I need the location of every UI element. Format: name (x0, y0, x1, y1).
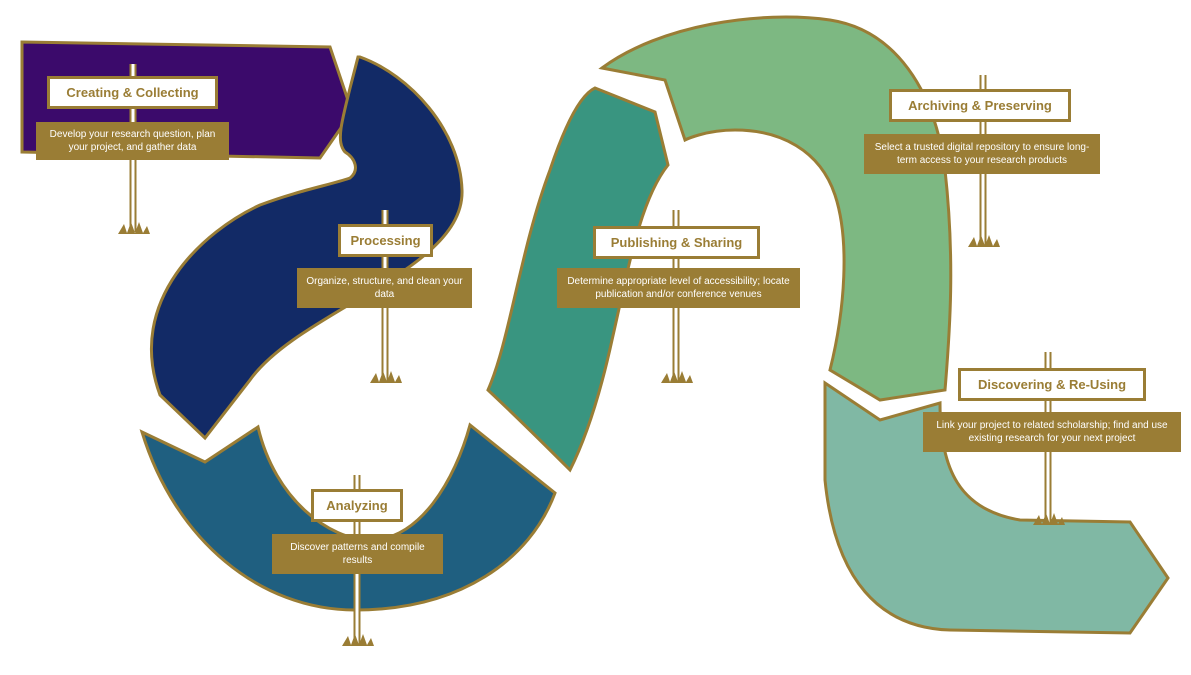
stage-title-archiving-preserving: Archiving & Preserving (889, 89, 1071, 122)
segment-analyzing (139, 422, 557, 612)
grass-icon (118, 222, 150, 234)
stage-description-analyzing: Discover patterns and compile results (272, 534, 443, 574)
grass-icon (1033, 513, 1065, 525)
stage-description-archiving-preserving: Select a trusted digital repository to e… (864, 134, 1100, 174)
stage-title-discovering-reusing: Discovering & Re-Using (958, 368, 1146, 401)
segment-processing (149, 55, 464, 441)
stage-title-creating-collecting: Creating & Collecting (47, 76, 218, 109)
stage-description-discovering-reusing: Link your project to related scholarship… (923, 412, 1181, 452)
stage-description-creating-collecting: Develop your research question, plan you… (36, 122, 229, 160)
grass-icon (968, 235, 1000, 247)
segment-archiving-preserving (598, 15, 953, 402)
stage-title-analyzing: Analyzing (311, 489, 403, 522)
grass-icon (661, 371, 693, 383)
stage-description-publishing-sharing: Determine appropriate level of accessibi… (557, 268, 800, 308)
stage-title-publishing-sharing: Publishing & Sharing (593, 226, 760, 259)
grass-icon (342, 634, 374, 646)
stage-description-processing: Organize, structure, and clean your data (297, 268, 472, 308)
stage-title-processing: Processing (338, 224, 433, 257)
grass-icon (370, 371, 402, 383)
